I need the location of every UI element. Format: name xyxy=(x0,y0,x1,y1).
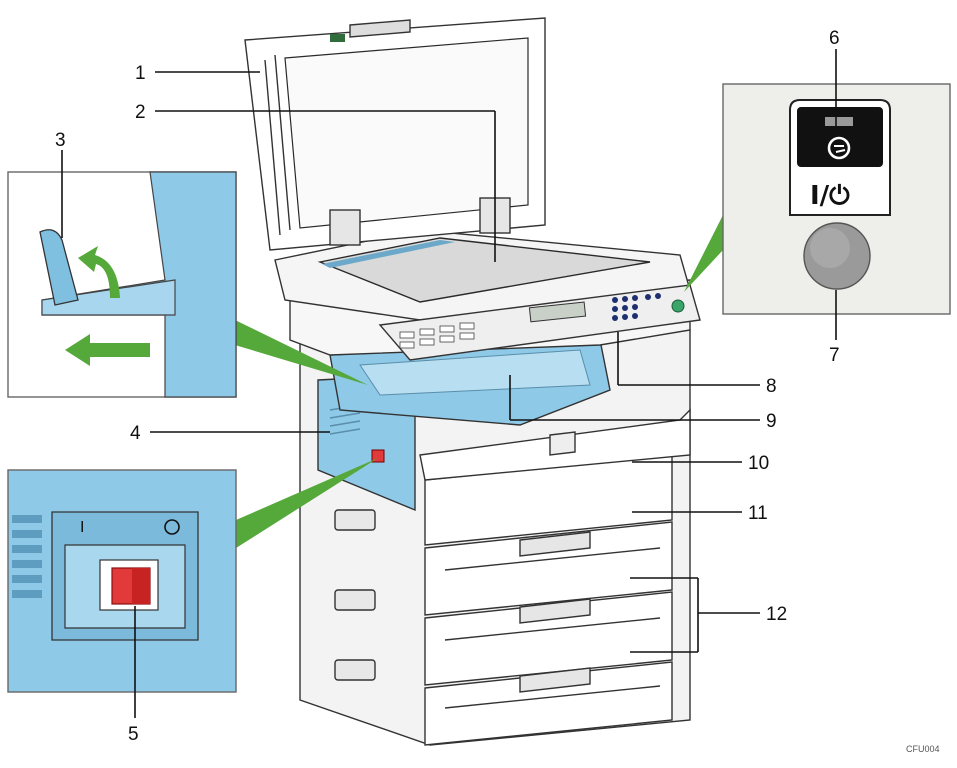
callout-12: 12 xyxy=(766,604,787,625)
cover-label xyxy=(330,34,345,42)
side-handle-3 xyxy=(335,660,375,680)
callout-11: 11 xyxy=(748,503,768,524)
callout-9: 9 xyxy=(766,411,777,432)
inset-power-key: I/⏻ xyxy=(684,84,950,314)
power-indicator-lamp xyxy=(825,117,853,126)
power-key-symbol: I/⏻ xyxy=(810,181,850,211)
callout-8: 8 xyxy=(766,376,777,397)
callout-4: 4 xyxy=(130,423,141,444)
callout-7: 7 xyxy=(829,345,840,366)
side-handle-2 xyxy=(335,590,375,610)
side-handle-1 xyxy=(335,510,375,530)
copier-machine xyxy=(245,18,700,745)
callout-3: 3 xyxy=(55,130,66,151)
callout-2: 2 xyxy=(135,102,146,123)
image-credit: CFU004 xyxy=(906,744,940,754)
callout-10: 10 xyxy=(748,453,769,474)
front-cover-latch xyxy=(550,432,575,455)
switch-on-mark: I xyxy=(80,519,84,536)
callout-1: 1 xyxy=(135,63,146,84)
callout-5: 5 xyxy=(128,724,139,745)
start-key xyxy=(672,300,684,312)
callout-6: 6 xyxy=(829,28,840,49)
